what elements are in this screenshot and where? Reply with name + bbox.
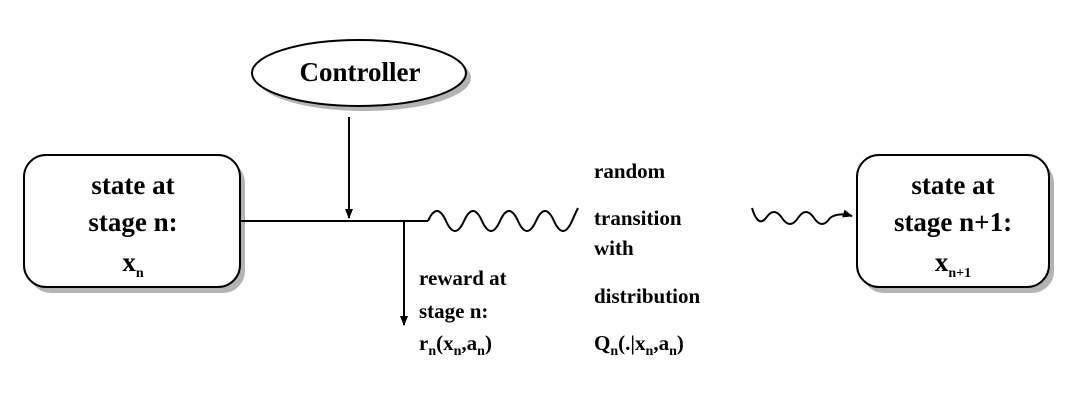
reward-line2: stage n: bbox=[419, 299, 488, 323]
transition-line2: transition bbox=[594, 206, 682, 230]
random-transition-wave-left bbox=[427, 207, 579, 232]
random-transition-wave-right bbox=[751, 207, 853, 225]
transition-line3: with bbox=[594, 236, 634, 260]
state-current-variable: xn bbox=[122, 247, 144, 281]
transition-line1: random bbox=[594, 159, 666, 183]
state-next-node: state at stage n+1: xn+1 bbox=[856, 154, 1054, 293]
controller-node: Controller bbox=[251, 39, 471, 111]
state-next-line1: state at bbox=[911, 170, 994, 200]
state-next-line2: stage n+1: bbox=[894, 207, 1012, 237]
state-current-line1: state at bbox=[91, 170, 174, 200]
state-next-variable: xn+1 bbox=[935, 247, 971, 281]
reward-label: reward at stage n: rn(xn,an) bbox=[419, 266, 507, 359]
transition-label: random transition with distribution Qn(.… bbox=[594, 159, 701, 359]
transition-distribution-formula: Qn(.|xn,an) bbox=[594, 331, 684, 359]
state-current-line2: stage n: bbox=[88, 207, 177, 237]
controller-label: Controller bbox=[300, 57, 421, 87]
reward-line1: reward at bbox=[419, 266, 507, 290]
transition-line4: distribution bbox=[594, 284, 701, 308]
state-current-node: state at stage n: xn bbox=[23, 154, 245, 293]
reward-formula: rn(xn,an) bbox=[419, 331, 492, 359]
